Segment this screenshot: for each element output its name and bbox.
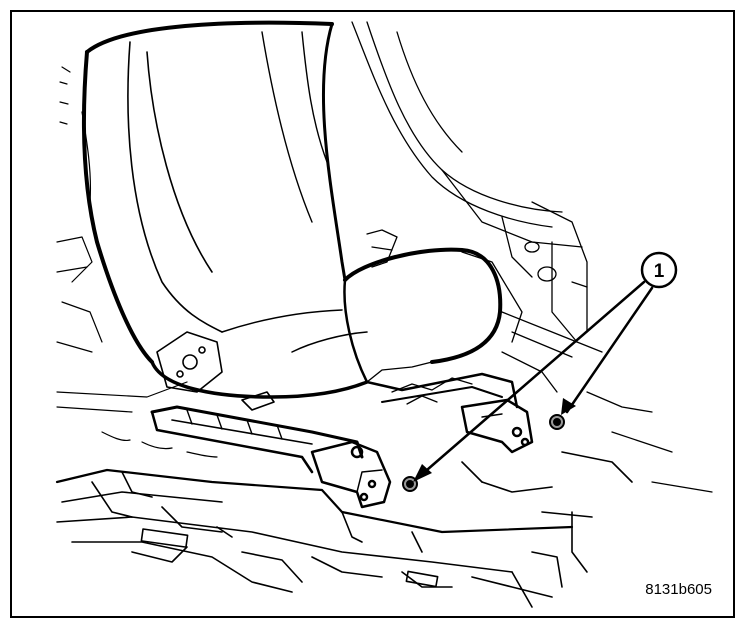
seat-back <box>82 20 347 364</box>
seat-illustration: 1 8131b605 <box>55 20 713 608</box>
front-nut <box>402 476 418 492</box>
front-left-bracket <box>310 440 392 509</box>
floor-pan <box>55 451 633 608</box>
arrowhead-front <box>413 464 432 482</box>
rear-right-bracket <box>460 398 534 454</box>
figure-id: 8131b605 <box>645 581 712 598</box>
callout-circle <box>640 251 678 289</box>
recliner-mechanism <box>156 331 275 411</box>
arrowhead-rear <box>561 398 576 415</box>
floor-left <box>56 66 218 458</box>
body-pillar <box>351 21 588 343</box>
seat-cushion <box>150 229 503 399</box>
figure-frame: 1 8131b605 <box>10 10 735 618</box>
callout-leaders <box>418 280 654 478</box>
callout-number: 1 <box>654 261 665 282</box>
floor-right <box>501 311 713 493</box>
seat-track <box>150 372 519 474</box>
rear-nut <box>549 414 565 430</box>
